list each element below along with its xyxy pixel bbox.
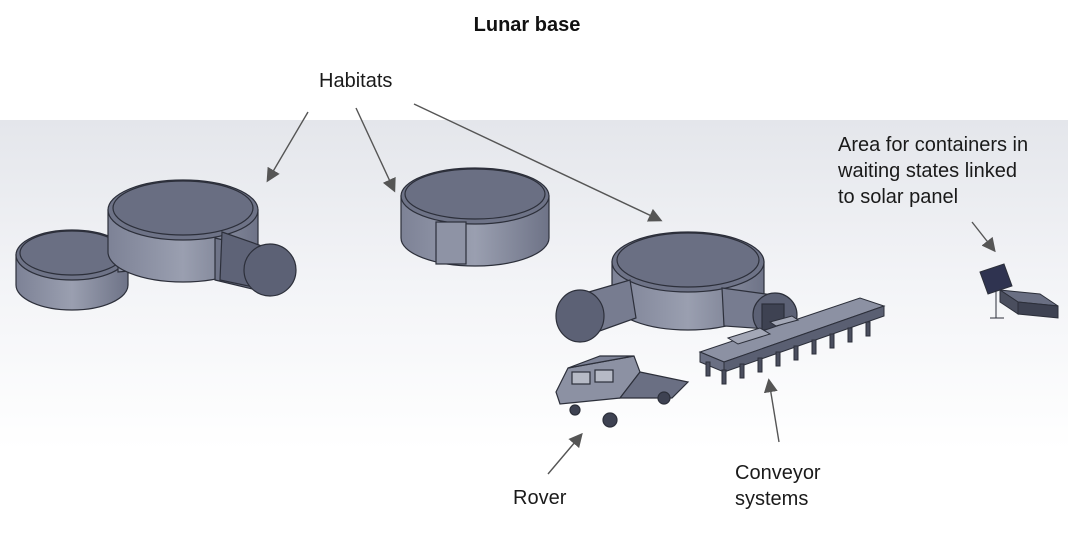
arrow-rover: [547, 432, 583, 475]
scene-background: [0, 120, 1068, 450]
conveyor-system: [698, 297, 886, 385]
habitats-label: Habitats: [319, 70, 393, 92]
habitat-2: [400, 167, 550, 267]
rover-label: Rover: [513, 487, 567, 509]
containers-label-line-3: to solar panel: [838, 186, 959, 208]
habitat-1: [15, 179, 297, 311]
rover: [555, 355, 690, 428]
arrow-habitats-3: [413, 103, 663, 222]
arrow-conveyor: [763, 378, 780, 443]
conveyor-label: Conveyor systems: [735, 460, 821, 512]
arrow-containers: [971, 221, 996, 253]
habitat-3: [555, 231, 798, 343]
container-area: [979, 263, 1059, 319]
conveyor-label-line-1: Conveyor: [735, 462, 821, 484]
diagram-title: Lunar base: [473, 14, 581, 36]
arrow-habitats-2: [355, 107, 396, 193]
arrow-habitats-1: [266, 111, 309, 183]
containers-label-line-2: waiting states linked: [838, 160, 1017, 182]
containers-label: Area for containers in waiting states li…: [838, 132, 1028, 210]
arrows: [266, 103, 996, 475]
containers-label-line-1: Area for containers in: [838, 134, 1029, 156]
conveyor-label-line-2: systems: [735, 488, 809, 510]
